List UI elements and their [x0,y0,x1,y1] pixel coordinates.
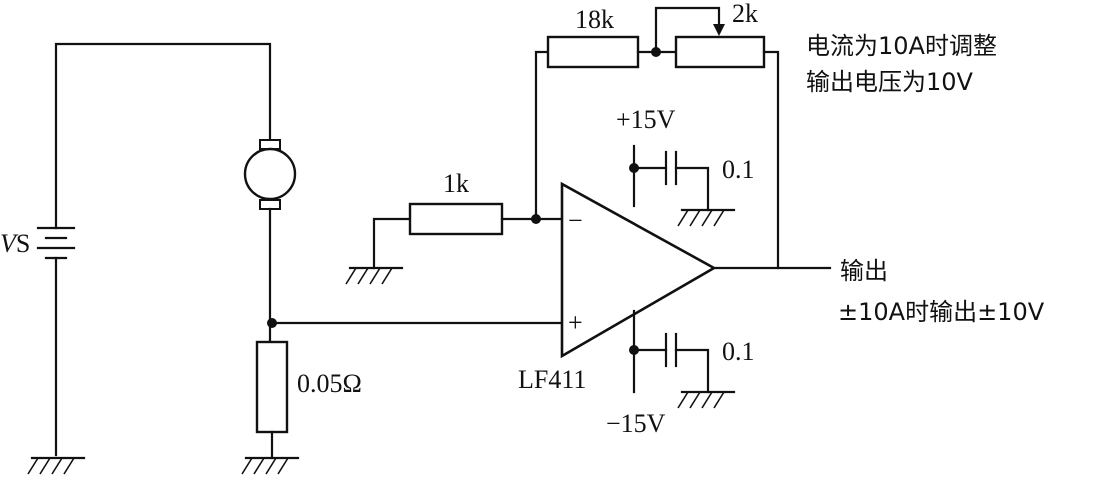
feedback-wire-left [534,50,550,221]
input-resistor-label: 1k [443,169,469,198]
cap-bottom-label: 0.1 [722,337,755,366]
opamp-symbol [560,181,717,359]
vneg-label: −15V [606,409,666,438]
ground-shunt [241,456,300,475]
feedback-wire-right [762,50,780,270]
capacitor-top [632,150,710,212]
potentiometer-label: 2k [732,0,758,28]
ground-input [345,217,412,285]
output-note: ±10A时输出±10V [838,298,1045,326]
potentiometer [674,35,766,69]
ground-left [27,456,86,475]
motor-symbol [243,139,297,210]
supply-wire [54,42,272,457]
vpos-label: +15V [616,105,676,134]
cap-top-label: 0.1 [722,155,755,184]
noninverting-sign: + [568,308,583,337]
inverting-sign: − [568,206,583,235]
opamp-label: LF411 [518,365,586,394]
capacitor-bottom [632,332,710,394]
ground-cap-top [677,208,736,227]
input-resistor [408,202,504,236]
shunt-label: 0.05Ω [297,369,362,398]
ground-cap-bottom [677,390,736,409]
vs-label: VS [0,229,30,258]
potentiometer-wiper-wire [654,6,721,54]
feedback-resistor [546,35,640,69]
wiper-arrow-icon [713,24,725,36]
adjust-note-line2: 输出电压为10V [806,68,974,96]
battery-symbol [36,226,76,260]
output-label: 输出 [840,257,888,285]
feedback-resistor-label: 18k [575,5,614,34]
shunt-resistor [255,340,289,434]
adjust-note-line1: 电流为10A时调整 [806,32,997,60]
